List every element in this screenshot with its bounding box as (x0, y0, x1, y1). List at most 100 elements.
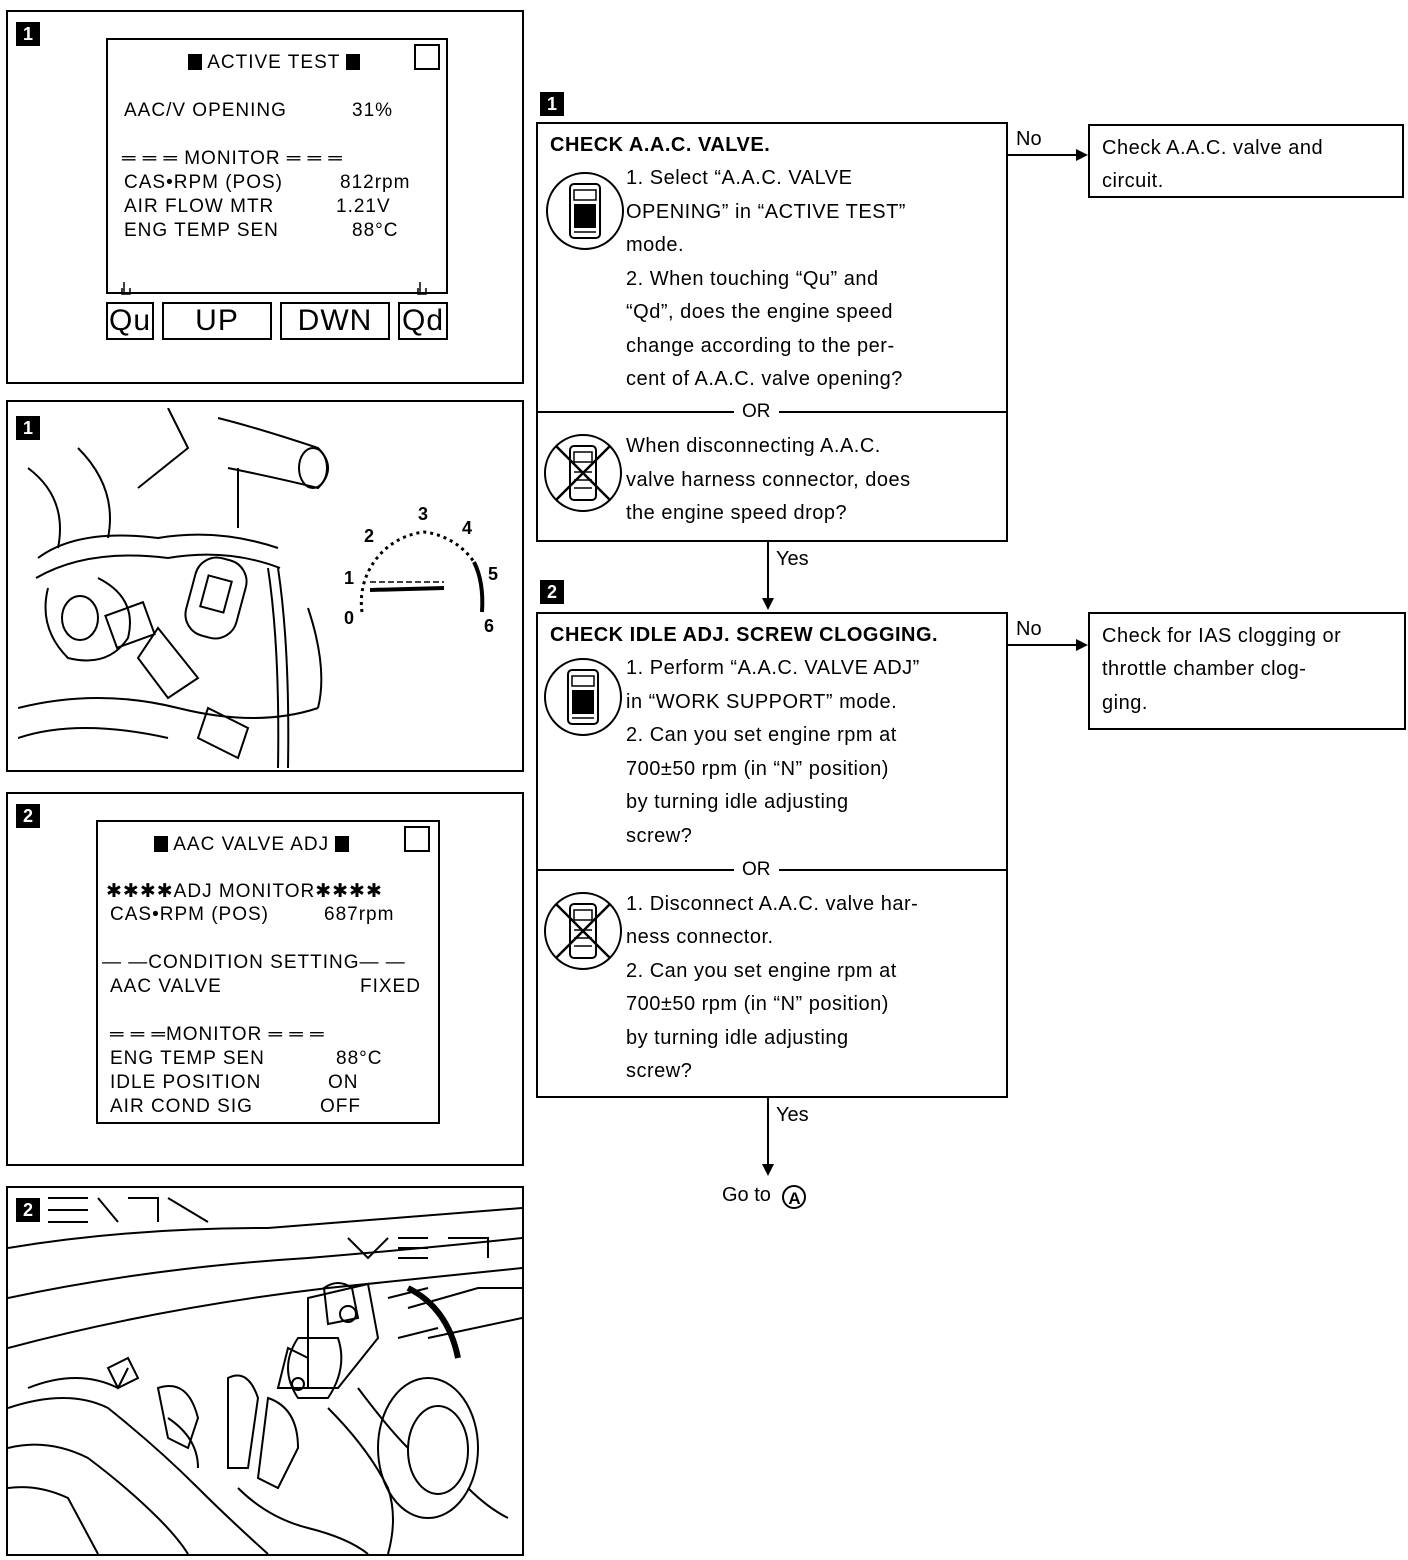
instruction-line: by turning idle adjusting (626, 791, 849, 813)
or-label: OR (734, 402, 779, 422)
adj-row-value: 687rpm (324, 904, 395, 925)
gauge-tick-label: 5 (488, 564, 498, 584)
touch-hand-icon (121, 282, 131, 295)
result-line: Check A.A.C. valve and (1102, 137, 1324, 159)
screen-corner-box (404, 826, 430, 852)
aac-valve-adj-panel: 2 AAC VALVE ADJ ✱✱✱✱ADJ MONITOR✱✱✱✱ CAS•… (6, 792, 524, 1166)
instruction-line: 700±50 rpm (in “N” position) (626, 993, 889, 1015)
result-line: circuit. (1102, 170, 1164, 192)
condition-row-value: FIXED (360, 976, 421, 997)
tachometer-illustration-panel: 1 0 (6, 400, 524, 772)
consult-tester-icon (544, 658, 622, 736)
yes-branch-label: Yes (776, 1104, 809, 1126)
instruction-line: valve harness connector, does (626, 469, 911, 491)
flow-step-badge: 1 (540, 92, 564, 116)
down-button[interactable]: DWN (280, 302, 390, 340)
consult-tester-icon (546, 172, 624, 250)
monitor-row-value: ON (328, 1072, 359, 1093)
yes-branch-arrowhead (762, 1164, 774, 1176)
result-line: ging. (1102, 692, 1148, 714)
check-idle-adj-screw-box: CHECK IDLE ADJ. SCREW CLOGGING. 1. Perfo… (536, 612, 1008, 1098)
result-line: throttle chamber clog- (1102, 658, 1307, 680)
gauge-tick-label: 6 (484, 616, 494, 632)
monitor-row-label: ENG TEMP SEN (110, 1048, 265, 1069)
gauge-tick-label: 2 (364, 526, 374, 546)
instruction-line: 700±50 rpm (in “N” position) (626, 758, 889, 780)
monitor-header: ═ ═ ═ MONITOR ═ ═ ═ (122, 148, 343, 169)
monitor-row-value: 88°C (336, 1048, 383, 1069)
monitor-row-label: CAS•RPM (POS) (124, 172, 283, 193)
gauge-tick-label: 0 (344, 608, 354, 628)
up-button[interactable]: UP (162, 302, 272, 340)
instruction-line: cent of A.A.C. valve opening? (626, 368, 903, 390)
instruction-line: 1. Perform “A.A.C. VALVE ADJ” (626, 657, 920, 679)
goto-text: Go to (722, 1184, 771, 1206)
screen-title: AAC VALVE ADJ (154, 834, 350, 856)
step-title: CHECK A.A.C. VALVE. (550, 134, 771, 156)
instruction-line: screw? (626, 1060, 693, 1082)
no-branch-label: No (1016, 618, 1042, 640)
tachometer-gauge: 0 1 2 3 4 5 6 (344, 504, 498, 632)
no-branch-arrowhead (1076, 639, 1088, 651)
monitor-row-label: AIR COND SIG (110, 1096, 253, 1117)
yes-branch-arrow-line (767, 1098, 769, 1164)
instruction-line: change according to the per- (626, 335, 895, 357)
engine-aac-valve-illustration (18, 408, 329, 768)
instruction-line: 2. When touching “Qu” and (626, 268, 879, 290)
instruction-line: the engine speed drop? (626, 502, 848, 524)
flow-step-badge: 2 (540, 580, 564, 604)
no-branch-label: No (1016, 128, 1042, 150)
active-test-panel: 1 ACTIVE TEST AAC/V OPENING 31% ═ ═ ═ MO… (6, 10, 524, 384)
no-tester-icon (544, 434, 622, 512)
monitor-row-label: AIR FLOW MTR (124, 196, 275, 217)
monitor-header: ═ ═ ═MONITOR ═ ═ ═ (110, 1024, 325, 1045)
monitor-row-value: 1.21V (336, 196, 391, 217)
instruction-line: ness connector. (626, 926, 774, 948)
aac-opening-value: 31% (352, 100, 394, 121)
monitor-row-value: 88°C (352, 220, 399, 241)
yes-branch-arrowhead (762, 598, 774, 610)
no-branch-arrow-line (1008, 644, 1076, 646)
result-box: Check for IAS clogging or throttle chamb… (1088, 612, 1406, 730)
touch-hand-icon (417, 282, 427, 295)
yes-branch-label: Yes (776, 548, 809, 570)
yes-branch-arrow-line (767, 542, 769, 598)
condition-setting-header: — —CONDITION SETTING— — (102, 952, 406, 973)
result-box: Check A.A.C. valve and circuit. (1088, 124, 1404, 198)
step-badge: 1 (16, 22, 40, 46)
monitor-row-label: ENG TEMP SEN (124, 220, 279, 241)
monitor-row-value: OFF (320, 1096, 361, 1117)
monitor-row-label: IDLE POSITION (110, 1072, 262, 1093)
gauge-tick-label: 3 (418, 504, 428, 524)
instruction-line: When disconnecting A.A.C. (626, 435, 881, 457)
or-label: OR (734, 860, 779, 880)
adj-monitor-header: ✱✱✱✱ADJ MONITOR✱✱✱✱ (106, 881, 383, 902)
instruction-line: 2. Can you set engine rpm at (626, 724, 897, 746)
aac-opening-label: AAC/V OPENING (124, 100, 287, 121)
goto-target-badge: A (782, 1185, 807, 1209)
instruction-line: 1. Disconnect A.A.C. valve har- (626, 893, 919, 915)
gauge-tick-label: 1 (344, 568, 354, 588)
condition-row-label: AAC VALVE (110, 976, 222, 997)
instruction-line: “Qd”, does the engine speed (626, 301, 894, 323)
instruction-line: OPENING” in “ACTIVE TEST” (626, 201, 906, 223)
consult-screen: AAC VALVE ADJ ✱✱✱✱ADJ MONITOR✱✱✱✱ CAS•RP… (96, 820, 440, 1124)
step-badge: 2 (16, 1198, 40, 1222)
screen-corner-box (414, 44, 440, 70)
goto-label: Go to A (722, 1184, 807, 1209)
check-aac-valve-box: CHECK A.A.C. VALVE. 1. Select “A.A.C. VA… (536, 122, 1008, 542)
throttle-chamber-illustration-panel: 2 (6, 1186, 524, 1556)
no-tester-icon (544, 892, 622, 970)
instruction-line: 1. Select “A.A.C. VALVE (626, 167, 853, 189)
no-branch-arrowhead (1076, 149, 1088, 161)
qu-button[interactable]: Qu (106, 302, 154, 340)
adj-row-label: CAS•RPM (POS) (110, 904, 269, 925)
result-line: Check for IAS clogging or (1102, 625, 1342, 647)
consult-screen: ACTIVE TEST AAC/V OPENING 31% ═ ═ ═ MONI… (106, 38, 448, 295)
step-title: CHECK IDLE ADJ. SCREW CLOGGING. (550, 624, 939, 646)
instruction-line: mode. (626, 234, 685, 256)
instruction-line: by turning idle adjusting (626, 1027, 849, 1049)
instruction-line: 2. Can you set engine rpm at (626, 960, 897, 982)
qd-button[interactable]: Qd (398, 302, 448, 340)
screen-title: ACTIVE TEST (188, 52, 361, 74)
